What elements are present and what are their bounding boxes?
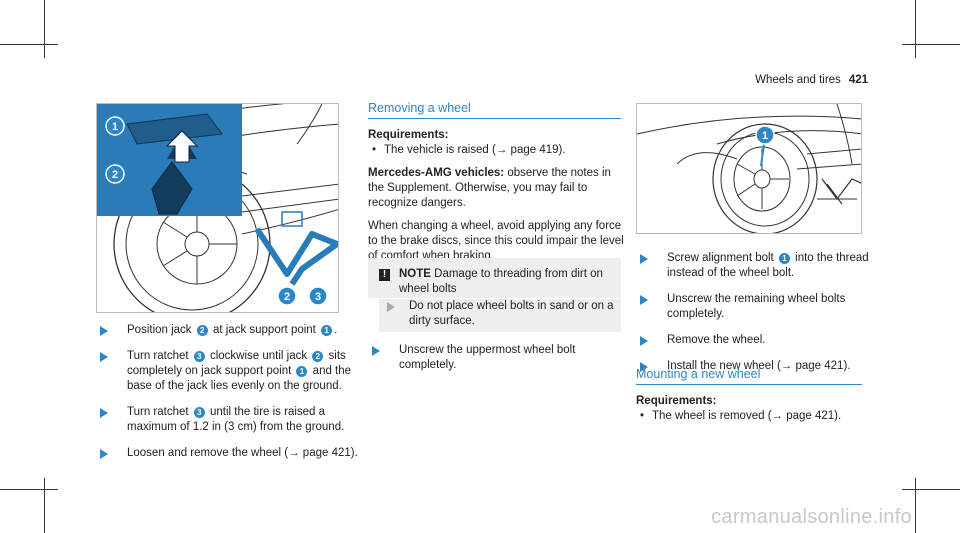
note-label: NOTE xyxy=(399,268,431,280)
arrow-icon xyxy=(640,295,648,305)
crop-mark xyxy=(902,44,960,45)
arrow-icon xyxy=(372,346,380,356)
crop-mark xyxy=(915,478,916,533)
mounting-body: Requirements: The wheel is removed (→ pa… xyxy=(636,394,876,424)
arrow-icon xyxy=(100,408,108,418)
step-text-fragment: Remove the wheel. xyxy=(667,334,766,346)
callout-badge: 3 xyxy=(193,407,205,418)
figure-label: 1 xyxy=(762,130,768,142)
step-text: Turn ratchet 3 until the tire is raised … xyxy=(127,406,344,433)
step-text: Unscrew the uppermost wheel bolt complet… xyxy=(399,344,576,371)
crop-mark xyxy=(0,44,58,45)
crop-mark xyxy=(44,478,45,533)
step-text: Unscrew the remaining wheel bolts comple… xyxy=(667,293,845,320)
callout-badge: 1 xyxy=(778,253,790,264)
step-item: Unscrew the uppermost wheel bolt complet… xyxy=(368,343,624,373)
arrow-icon xyxy=(100,449,108,459)
step-item: Loosen and remove the wheel (→ page 421)… xyxy=(96,446,366,461)
figure-label: 3 xyxy=(315,291,321,303)
arrow-icon xyxy=(100,326,108,336)
arrow-icon xyxy=(387,302,395,312)
step-item: Remove the wheel. xyxy=(636,333,876,348)
step-text-fragment: clockwise until jack xyxy=(206,350,311,362)
arrow-icon xyxy=(640,254,648,264)
crop-mark xyxy=(915,0,916,58)
callout-badge: 2 xyxy=(312,351,324,362)
step-text-fragment: until the tire is raised a maximum of 1.… xyxy=(127,406,345,433)
step-text-fragment: Loosen and remove the wheel (→ page 421)… xyxy=(127,447,358,459)
requirement-item: The wheel is removed (→ page 421). xyxy=(636,409,876,424)
section-rule xyxy=(368,118,621,119)
amg-label: Mercedes-AMG vehicles: xyxy=(368,167,505,179)
jack-steps: Position jack 2 at jack support point 1.… xyxy=(96,323,366,472)
requirement-item: The vehicle is raised (→ page 419). xyxy=(368,143,624,158)
arrow-icon xyxy=(640,336,648,346)
unscrew-step: Unscrew the uppermost wheel bolt complet… xyxy=(368,343,624,384)
page-header: Wheels and tires 421 xyxy=(755,73,868,88)
step-item: Install the new wheel (→ page 421). xyxy=(636,359,876,374)
note-message: Damage to threading from dirt on wheel b… xyxy=(399,268,603,295)
step-item: Screw alignment bolt 1 into the thread i… xyxy=(636,251,876,281)
step-text-fragment: Screw alignment bolt xyxy=(667,252,777,264)
figure-label: 1 xyxy=(112,121,118,133)
step-item: Turn ratchet 3 until the tire is raised … xyxy=(96,405,366,435)
figure-label: 2 xyxy=(112,169,118,181)
requirements-label: Requirements: xyxy=(636,395,717,407)
step-item: Unscrew the remaining wheel bolts comple… xyxy=(636,292,876,322)
step-text-fragment: and the base of the jack lies evenly on … xyxy=(127,365,352,392)
step-text-fragment: Position jack xyxy=(127,324,195,336)
callout-badge: 3 xyxy=(193,351,205,362)
step-text-fragment: into the thread instead of the wheel bol… xyxy=(667,252,869,279)
step-text-fragment: Turn ratchet xyxy=(127,350,192,362)
step-text: Remove the wheel. xyxy=(667,334,765,346)
section-rule xyxy=(636,384,862,385)
page-number: 421 xyxy=(848,74,868,86)
removing-body: Requirements: The vehicle is raised (→ p… xyxy=(368,128,624,264)
section-title-mounting: Mounting a new wheel xyxy=(636,367,761,381)
section-name: Wheels and tires xyxy=(755,74,841,86)
step-text-fragment: Install the new wheel (→ page 421). xyxy=(667,360,851,372)
watermark: carmanualsonline.info xyxy=(711,506,912,528)
callout-badge: 2 xyxy=(196,325,208,336)
jack-illustration: 1 2 2 3 xyxy=(96,103,339,313)
step-text-fragment: . xyxy=(334,324,338,336)
note-box: ! NOTE Damage to threading from dirt on … xyxy=(368,258,621,298)
crop-mark xyxy=(44,0,45,58)
step-text: Position jack 2 at jack support point 1. xyxy=(127,324,337,336)
step-item: Position jack 2 at jack support point 1. xyxy=(96,323,366,338)
step-text-fragment: Turn ratchet xyxy=(127,406,192,418)
warning-icon: ! xyxy=(379,269,390,281)
crop-mark xyxy=(0,489,58,490)
step-text: Install the new wheel (→ page 421). xyxy=(667,360,850,372)
wheel-steps: Screw alignment bolt 1 into the thread i… xyxy=(636,251,876,385)
step-text-fragment: sits completely on jack support point xyxy=(127,350,346,377)
section-title-removing: Removing a wheel xyxy=(368,101,471,115)
amg-text: observe the notes in the Supplement. Oth… xyxy=(368,167,611,209)
amg-paragraph: Mercedes-AMG vehicles: observe the notes… xyxy=(368,166,624,211)
step-text: Loosen and remove the wheel (→ page 421)… xyxy=(127,447,358,459)
callout-badge: 1 xyxy=(321,325,333,336)
step-text: Screw alignment bolt 1 into the thread i… xyxy=(667,252,869,279)
step-text-fragment: Unscrew the remaining wheel bolts comple… xyxy=(667,293,846,320)
note-text: NOTE Damage to threading from dirt on wh… xyxy=(399,267,613,297)
note-step-text: Do not place wheel bolts in sand or on a… xyxy=(409,300,614,327)
alignment-bolt-illustration: 1 xyxy=(636,103,862,234)
figure-label: 2 xyxy=(284,291,290,303)
arrow-icon xyxy=(640,362,648,372)
note-step-box: Do not place wheel bolts in sand or on a… xyxy=(379,299,621,332)
arrow-icon xyxy=(100,352,108,362)
callout-badge: 1 xyxy=(296,366,308,377)
crop-mark xyxy=(902,489,960,490)
step-item: Turn ratchet 3 clockwise until jack 2 si… xyxy=(96,349,366,394)
step-text: Turn ratchet 3 clockwise until jack 2 si… xyxy=(127,350,351,392)
requirements-label: Requirements: xyxy=(368,129,449,141)
step-text-fragment: at jack support point xyxy=(209,324,320,336)
